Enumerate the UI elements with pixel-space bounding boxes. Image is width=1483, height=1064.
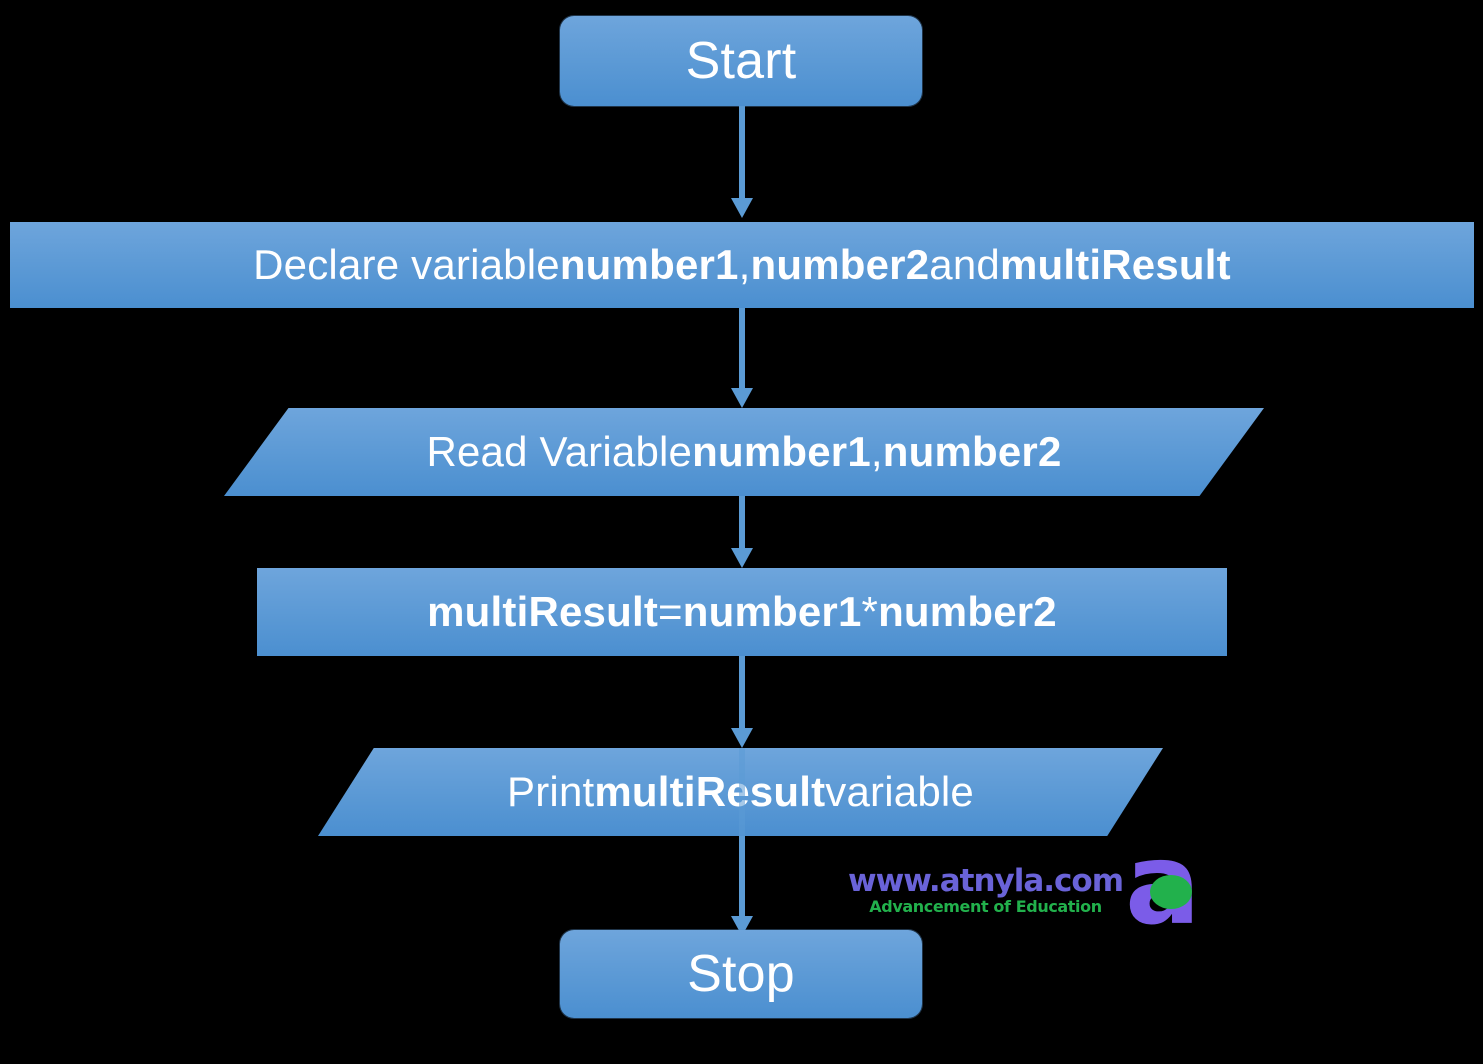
- node-start-label: Start: [685, 32, 797, 90]
- node-print-label: Print multiResult variable: [318, 748, 1163, 836]
- read-part-0: Read Variable: [426, 428, 693, 475]
- compute-part-3: *: [861, 588, 879, 635]
- watermark-tagline: Advancement of Education: [869, 897, 1102, 916]
- compute-part-2: number1: [682, 588, 862, 635]
- node-declare[interactable]: Declare variable number1, number2 and mu…: [10, 222, 1474, 308]
- declare-part-4: and: [929, 241, 1000, 288]
- compute-part-0: multiResult: [427, 588, 659, 635]
- connector-start-to-declare: [722, 106, 762, 218]
- watermark-url: www.atnyla.com: [848, 863, 1124, 899]
- read-part-1: number1: [692, 428, 871, 475]
- connector-print-overlay: [722, 748, 762, 836]
- declare-part-1: number1: [559, 241, 739, 288]
- node-stop[interactable]: Stop: [560, 930, 922, 1018]
- compute-part-1: =: [658, 588, 683, 635]
- atnyla-logo-icon: a: [1125, 820, 1237, 950]
- node-compute[interactable]: multiResult = number1 * number2: [257, 568, 1227, 656]
- print-part-1: multiResult: [594, 768, 826, 815]
- connector-read-to-compute: [722, 496, 762, 568]
- print-part-0: Print: [507, 768, 595, 815]
- declare-part-3: number2: [750, 241, 930, 288]
- node-compute-label: multiResult = number1 * number2: [257, 568, 1227, 656]
- watermark: www.atnyla.com Advancement of Education …: [848, 820, 1237, 950]
- connector-arrowhead: [731, 728, 753, 748]
- connector-stem: [739, 748, 745, 836]
- connector-stem: [739, 496, 745, 548]
- compute-part-4: number2: [878, 588, 1057, 635]
- connector-arrowhead: [731, 548, 753, 568]
- declare-part-0: Declare variable: [253, 241, 560, 288]
- watermark-text: www.atnyla.com Advancement of Education: [848, 863, 1124, 916]
- read-part-3: number2: [882, 428, 1062, 475]
- connector-stem: [739, 836, 745, 916]
- connector-compute-to-print: [722, 656, 762, 748]
- connector-declare-to-read: [722, 308, 762, 408]
- connector-stem: [739, 106, 745, 198]
- connector-stem: [739, 656, 745, 728]
- declare-part-2: ,: [738, 241, 751, 288]
- declare-part-5: multiResult: [999, 241, 1231, 288]
- print-part-2: variable: [825, 768, 974, 815]
- connector-stem: [739, 308, 745, 388]
- node-stop-label: Stop: [687, 945, 795, 1003]
- node-read[interactable]: Read Variable number1, number2: [224, 408, 1264, 496]
- node-declare-label: Declare variable number1, number2 and mu…: [10, 222, 1474, 308]
- connector-arrowhead: [731, 198, 753, 218]
- connector-print-to-stop: [722, 836, 762, 936]
- node-read-label: Read Variable number1, number2: [224, 408, 1264, 496]
- read-part-2: ,: [870, 428, 883, 475]
- node-start[interactable]: Start: [560, 16, 922, 106]
- connector-arrowhead: [731, 388, 753, 408]
